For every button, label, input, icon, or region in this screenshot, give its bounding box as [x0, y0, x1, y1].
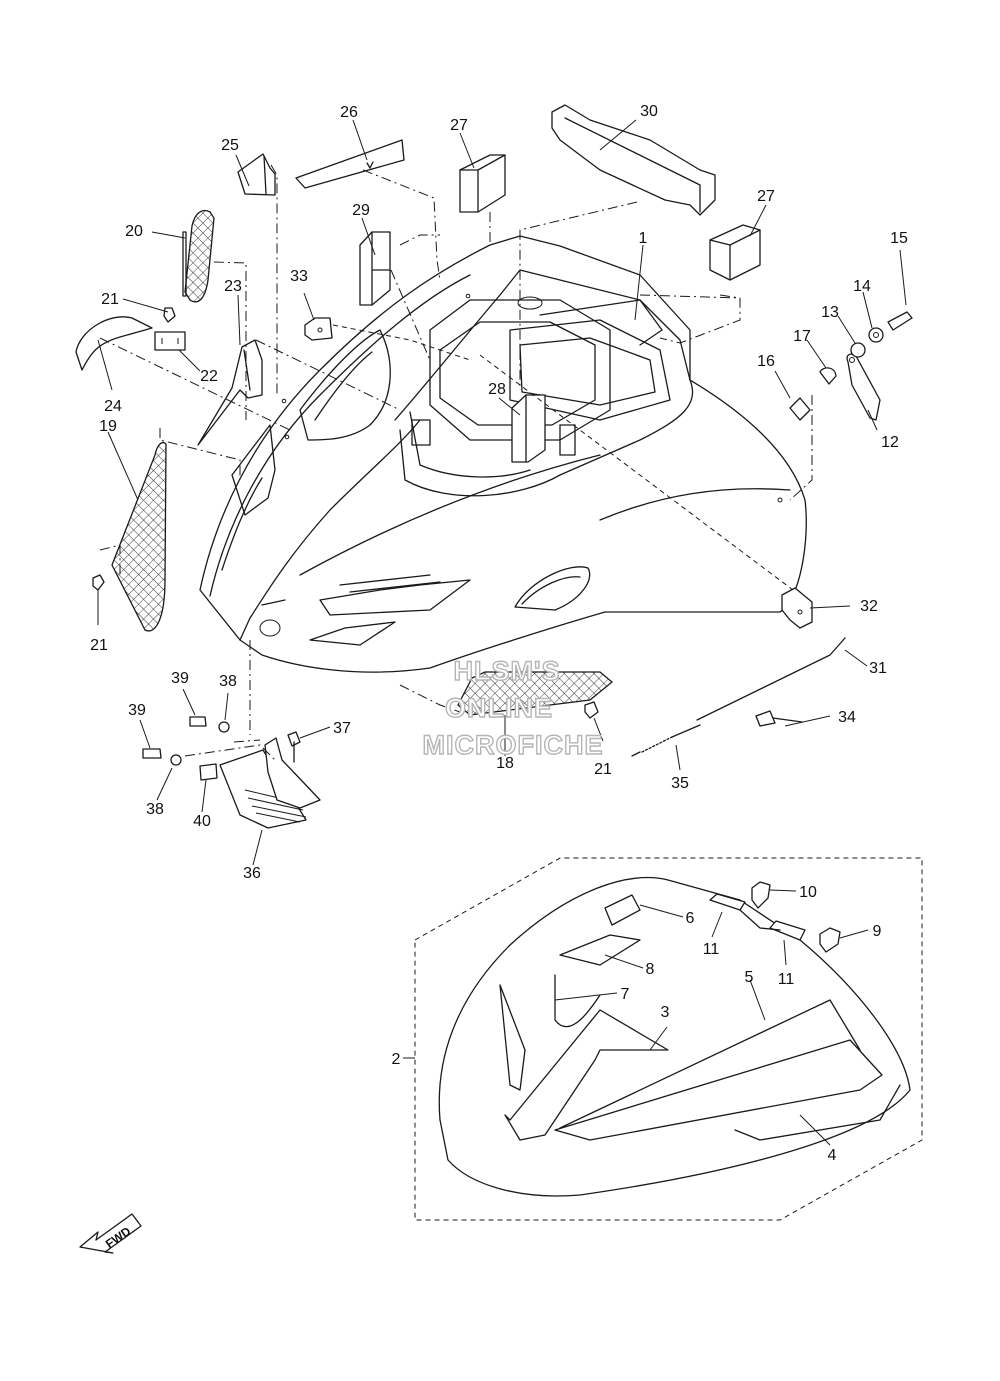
- callout-labels: 1 2 3 4 5 6 7 8 9 10 11 11 12 13 14 15 1…: [90, 103, 908, 1164]
- fwd-arrow-icon: FWD: [79, 1213, 142, 1254]
- callout-21a: 21: [101, 291, 119, 308]
- callout-15: 15: [890, 230, 908, 247]
- callout-37: 37: [333, 720, 351, 737]
- callout-18: 18: [496, 755, 514, 772]
- callout-28: 28: [488, 381, 506, 398]
- callout-14: 14: [853, 278, 871, 295]
- callout-34: 34: [838, 709, 856, 726]
- callout-25: 25: [221, 137, 239, 154]
- callout-38a: 38: [219, 673, 237, 690]
- hood-assembly: [199, 235, 807, 673]
- callout-38b: 38: [146, 801, 164, 818]
- callout-36: 36: [243, 865, 261, 882]
- callout-23: 23: [224, 278, 242, 295]
- callout-26: 26: [340, 104, 358, 121]
- callout-35: 35: [671, 775, 689, 792]
- callout-27b: 27: [757, 188, 775, 205]
- callout-33: 33: [290, 268, 308, 285]
- callout-19: 19: [99, 418, 117, 435]
- callout-29: 29: [352, 202, 370, 219]
- callout-27a: 27: [450, 117, 468, 134]
- watermark: HLSM'S ONLINE MICROFICHE: [422, 655, 604, 760]
- watermark-line-2: ONLINE: [445, 693, 553, 723]
- watermark-line-3: MICROFICHE: [423, 730, 604, 760]
- callout-17: 17: [793, 328, 811, 345]
- graphic-set-subassembly: [403, 857, 923, 1221]
- callout-12: 12: [881, 434, 899, 451]
- callout-39a: 39: [171, 670, 189, 687]
- callout-16: 16: [757, 353, 775, 370]
- callout-9: 9: [873, 923, 882, 940]
- small-parts: [75, 104, 913, 829]
- callout-30: 30: [640, 103, 658, 120]
- callout-6: 6: [686, 910, 695, 927]
- callout-24: 24: [104, 398, 122, 415]
- callout-39b: 39: [128, 702, 146, 719]
- callout-4: 4: [828, 1147, 837, 1164]
- callout-5: 5: [745, 969, 754, 986]
- callout-13: 13: [821, 304, 839, 321]
- reference-lines: [97, 119, 907, 866]
- watermark-line-1: HLSM'S: [454, 656, 561, 686]
- callout-8: 8: [646, 961, 655, 978]
- callout-22: 22: [200, 368, 218, 385]
- callout-32: 32: [860, 598, 878, 615]
- callout-7: 7: [621, 986, 630, 1003]
- callout-1: 1: [639, 230, 648, 247]
- callout-21c: 21: [594, 761, 612, 778]
- callout-40: 40: [193, 813, 211, 830]
- callout-21b: 21: [90, 637, 108, 654]
- callout-2: 2: [392, 1051, 401, 1068]
- callout-31: 31: [869, 660, 887, 677]
- callout-11a: 11: [703, 941, 720, 958]
- callout-10: 10: [799, 884, 817, 901]
- callout-20: 20: [125, 223, 143, 240]
- callout-3: 3: [661, 1004, 670, 1021]
- callout-11b: 11: [778, 971, 795, 988]
